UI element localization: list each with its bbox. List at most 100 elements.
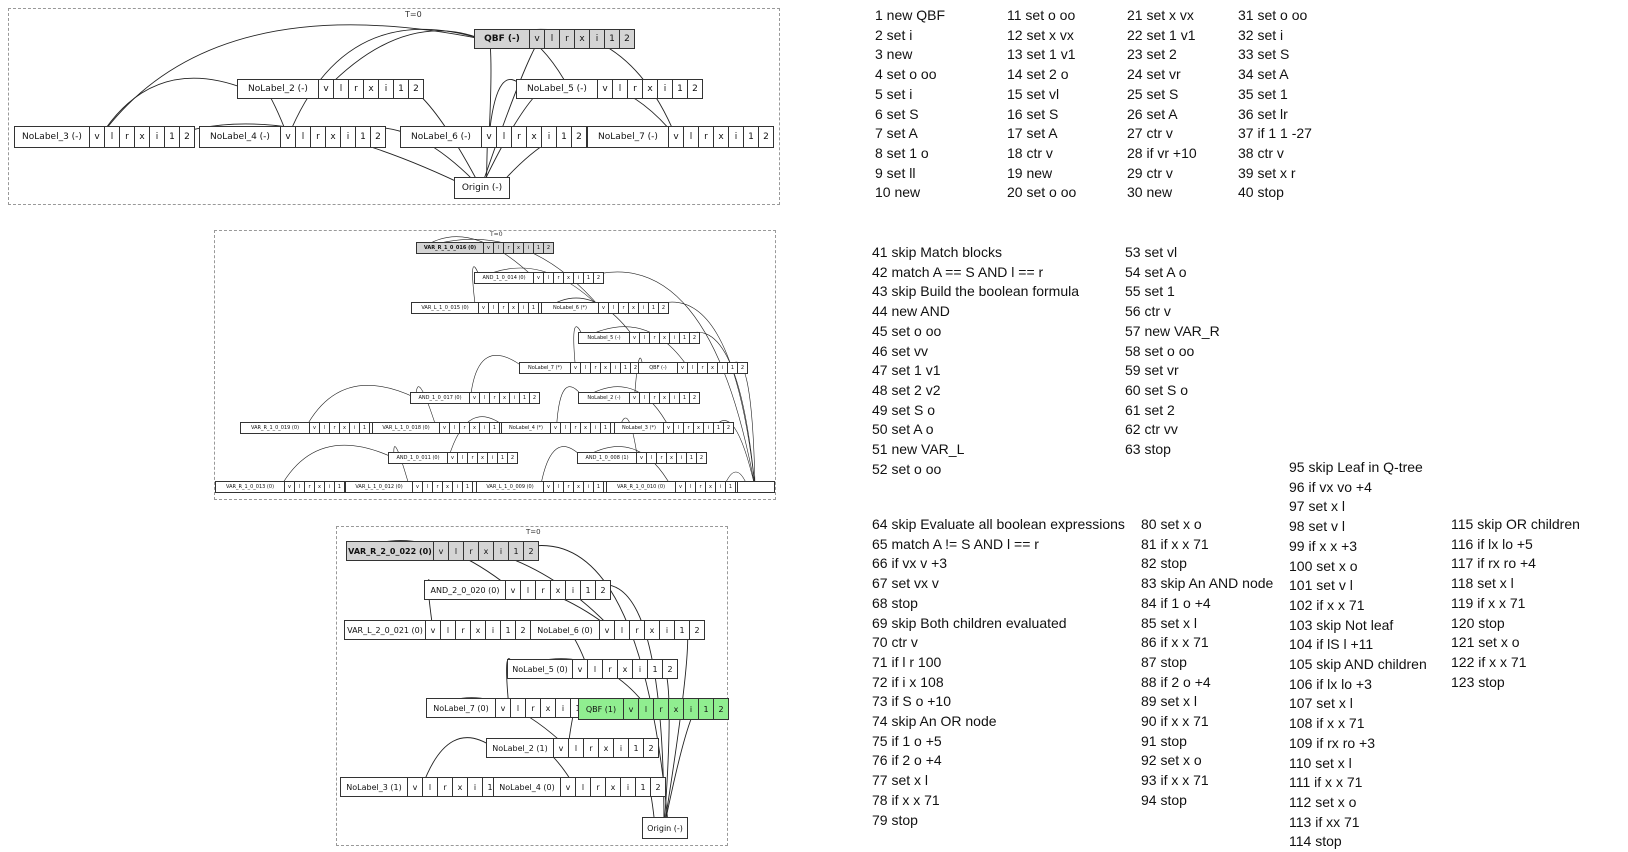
node-field: v bbox=[598, 80, 613, 98]
node-field: 2 bbox=[726, 425, 731, 431]
node-field: i bbox=[480, 423, 490, 433]
node-field: 1 bbox=[675, 621, 690, 639]
program-line: 100 set x o bbox=[1289, 557, 1358, 574]
node-field: l bbox=[511, 699, 526, 717]
program-line: 84 if 1 o +4 bbox=[1141, 594, 1211, 611]
node-field: i bbox=[379, 80, 394, 98]
node-field: l bbox=[561, 423, 571, 433]
node-field: 1 bbox=[584, 273, 594, 283]
node-field: r bbox=[438, 778, 453, 796]
program-line: 54 set A o bbox=[1125, 263, 1187, 280]
node-field: l bbox=[334, 80, 349, 98]
node-field: 1 bbox=[648, 660, 663, 678]
node-field: r bbox=[591, 778, 606, 796]
node-field: l bbox=[588, 660, 603, 678]
program-line: 81 if x x 71 bbox=[1141, 535, 1209, 552]
node-field: 2 bbox=[699, 455, 704, 461]
program-line: 6 set S bbox=[875, 105, 919, 122]
node-field: v bbox=[440, 423, 450, 433]
node-label: NoLabel_4 (-) bbox=[200, 127, 281, 147]
program-line: 50 set A o bbox=[872, 421, 934, 438]
node-field: x bbox=[618, 660, 633, 678]
program-line: 114 stop bbox=[1289, 833, 1342, 850]
program-line: 75 if 1 o +5 bbox=[872, 732, 942, 749]
node-field: 2 bbox=[532, 395, 537, 401]
node-label: VAR_R_1_0_010 (0) bbox=[607, 482, 676, 492]
node-field: 2 bbox=[661, 305, 666, 311]
node-field: 1 bbox=[534, 243, 544, 253]
edge bbox=[540, 446, 584, 488]
program-line: 3 new bbox=[875, 46, 913, 63]
node-field: x bbox=[599, 739, 614, 757]
node-label: NoLabel_5 (-) bbox=[517, 80, 598, 98]
node-field: 1 bbox=[726, 482, 736, 492]
node-field: x bbox=[500, 393, 510, 403]
program-line: 79 stop bbox=[872, 811, 918, 828]
node-field: x bbox=[527, 127, 542, 147]
node-field: i bbox=[611, 363, 621, 373]
program-line: 37 if 1 1 -27 bbox=[1238, 125, 1312, 142]
program-line: 116 if lx lo +5 bbox=[1451, 535, 1533, 552]
program-line: 87 stop bbox=[1141, 653, 1187, 670]
program-line: 86 if x x 71 bbox=[1141, 634, 1209, 651]
node-field: l bbox=[581, 363, 591, 373]
node-field: r bbox=[650, 333, 660, 343]
program-line: 65 match A != S AND l == r bbox=[872, 535, 1039, 552]
node-field: l bbox=[615, 621, 630, 639]
node-field: 1 bbox=[687, 453, 697, 463]
node-label: QBF (-) bbox=[475, 30, 530, 48]
node-field: i bbox=[150, 127, 165, 147]
program-line: 120 stop bbox=[1451, 614, 1505, 631]
node-field: x bbox=[315, 482, 325, 492]
node-field: x bbox=[694, 423, 704, 433]
node-field: i bbox=[542, 127, 557, 147]
node-field: i bbox=[621, 778, 636, 796]
edge bbox=[662, 624, 689, 829]
node-field: r bbox=[591, 363, 601, 373]
node-field: v bbox=[434, 542, 449, 560]
node-field: 1 bbox=[520, 393, 530, 403]
node-field: i bbox=[556, 699, 571, 717]
node-field: 2 bbox=[413, 84, 419, 94]
program-line: 17 set A bbox=[1007, 125, 1058, 142]
node-field: i bbox=[660, 621, 675, 639]
program-line: 8 set 1 o bbox=[875, 144, 929, 161]
node-origin: Origin (-) bbox=[454, 177, 510, 199]
node-field: i bbox=[566, 581, 581, 599]
node-label: AND_1_0_011 (0) bbox=[389, 453, 448, 463]
edge bbox=[305, 385, 417, 429]
program-line: 108 if x x 71 bbox=[1289, 715, 1365, 732]
node-field: l bbox=[647, 453, 657, 463]
program-line: 59 set vr bbox=[1125, 362, 1179, 379]
node-field: x bbox=[514, 243, 524, 253]
node-field: v bbox=[319, 80, 334, 98]
node-label: Origin (-) bbox=[461, 183, 503, 193]
node-field: r bbox=[564, 482, 574, 492]
program-line: 38 ctr v bbox=[1238, 144, 1284, 161]
node-field: v bbox=[599, 303, 609, 313]
program-line: 46 set vv bbox=[872, 342, 929, 359]
node-field: i bbox=[486, 621, 501, 639]
node-field: l bbox=[458, 453, 468, 463]
node-field: 1 bbox=[621, 363, 631, 373]
program-line: 48 set 2 v2 bbox=[872, 381, 941, 398]
node-field: 1 bbox=[744, 127, 759, 147]
node-field: i bbox=[670, 333, 680, 343]
program-line: 117 if rx ro +4 bbox=[1451, 555, 1536, 572]
node-field: x bbox=[478, 453, 488, 463]
node-field: 1 bbox=[673, 80, 688, 98]
node-field: r bbox=[526, 699, 541, 717]
program-line: 70 ctr v bbox=[872, 634, 918, 651]
program-line: 40 stop bbox=[1238, 184, 1284, 201]
